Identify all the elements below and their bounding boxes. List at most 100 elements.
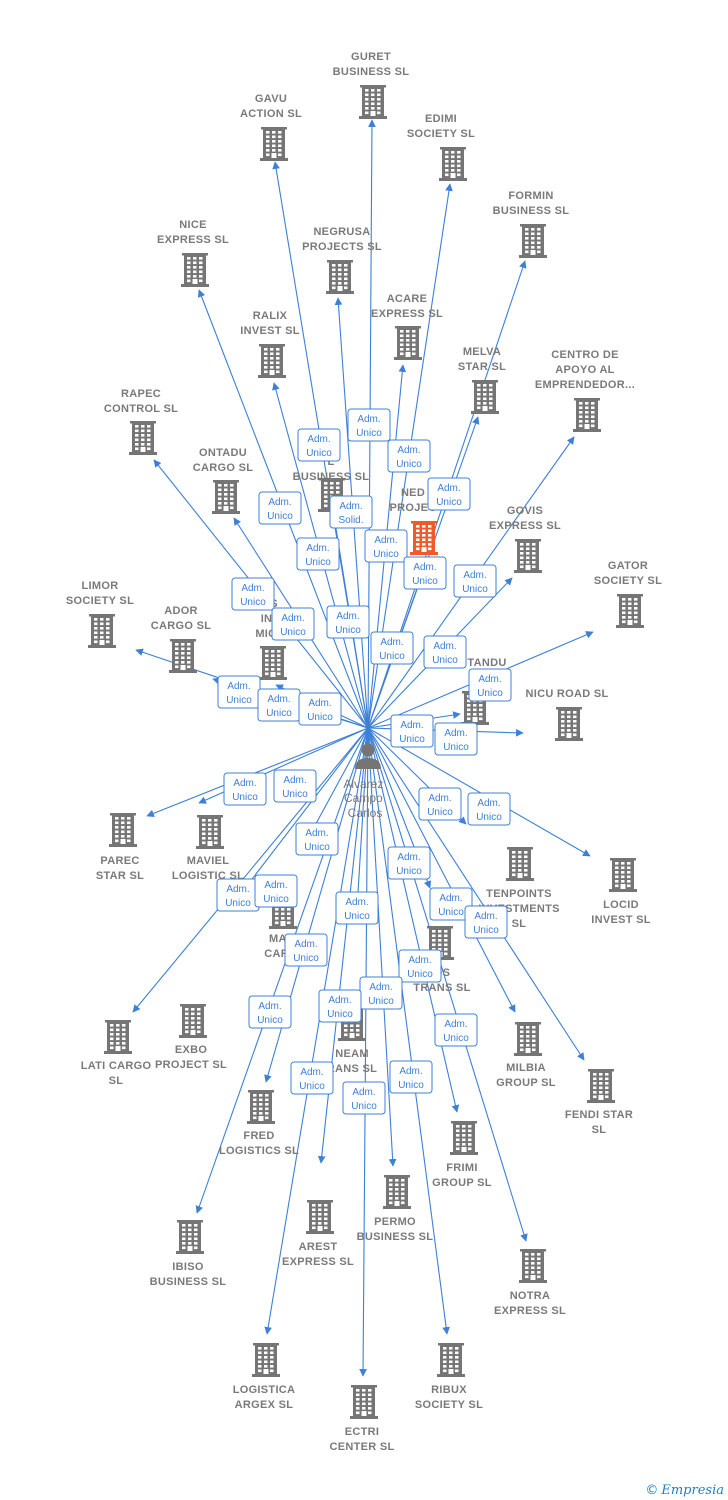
role-badge[interactable]: Adm.Unico [296, 537, 340, 571]
building-icon [394, 326, 422, 360]
role-badge[interactable]: Adm.Unico [217, 675, 261, 709]
role-badge[interactable]: Adm.Unico [216, 878, 260, 912]
role-badge[interactable]: Adm.Unico [297, 428, 341, 462]
role-badge[interactable]: Adm.Unico [423, 635, 467, 669]
company-name-line: LOGISTICA [233, 1384, 296, 1396]
role-badge[interactable]: Adm.Unico [464, 905, 508, 939]
role-badge[interactable]: Adm.Unico [403, 556, 447, 590]
role-badge[interactable]: Adm.Unico [370, 631, 414, 665]
company-name-line: TRANS SL [413, 982, 470, 994]
building-icon [573, 398, 601, 432]
role-badge[interactable]: Adm.Unico [467, 792, 511, 826]
role-label: Adm.Unico [306, 434, 332, 459]
company-name-line: FRIMI [446, 1162, 477, 1174]
role-badge[interactable]: Adm.Unico [468, 668, 512, 702]
role-badge[interactable]: Adm.Unico [273, 769, 317, 803]
company-name-line: ACARE [387, 293, 428, 305]
company-name-line: RALIX [253, 310, 288, 322]
building-icon [471, 380, 499, 414]
role-badge[interactable]: Adm.Unico [290, 1061, 334, 1095]
company-name-line: INVEST SL [240, 325, 300, 337]
role-badge[interactable]: Adm.Unico [387, 439, 431, 473]
role-badge[interactable]: Adm.Unico [389, 1060, 433, 1094]
role-label: Adm.Unico [412, 562, 438, 587]
person-node[interactable]: Alvarez Campo Carlos [343, 743, 386, 821]
role-badge[interactable]: Adm.Unico [335, 891, 379, 925]
role-badge[interactable]: Adm.Unico [326, 605, 370, 639]
role-badge[interactable]: Adm.Unico [298, 692, 342, 726]
role-badge[interactable]: Adm.Unico [390, 714, 434, 748]
role-badge[interactable]: Adm.Solid. [329, 495, 373, 529]
building-icon [306, 1200, 334, 1234]
role-badge[interactable]: Adm.Unico [284, 933, 328, 967]
role-badge[interactable]: Adm.Unico [342, 1081, 386, 1115]
role-label: Adm.Unico [293, 939, 319, 964]
company-name-line: GATOR [608, 560, 648, 572]
relationship-edge [367, 727, 585, 1061]
role-badge[interactable]: Adm.Unico [387, 846, 431, 880]
company-name-line: LOCID [603, 899, 639, 911]
role-badge[interactable]: Adm.Unico [318, 989, 362, 1023]
role-badge[interactable]: Adm.Unico [434, 722, 478, 756]
role-badge[interactable]: Adm.Unico [453, 564, 497, 598]
role-badge[interactable]: Adm.Unico [427, 477, 471, 511]
role-badge[interactable]: Adm.Unico [347, 408, 391, 442]
role-label: Adm.Unico [432, 641, 458, 666]
company-node-ralix[interactable]: RALIX INVEST SL [240, 310, 300, 378]
role-badge[interactable]: Adm.Unico [295, 822, 339, 856]
role-badge[interactable]: Adm.Unico [418, 787, 462, 821]
role-badge[interactable]: Adm.Unico [257, 688, 301, 722]
role-badge[interactable]: Adm.Unico [364, 529, 408, 563]
role-badge[interactable]: Adm.Unico [258, 491, 302, 525]
role-badge[interactable]: Adm.Unico [429, 887, 473, 921]
role-badge[interactable]: Adm.Unico [254, 874, 298, 908]
role-badge[interactable]: Adm.Unico [248, 995, 292, 1029]
company-node-nicu[interactable]: NICU ROAD SL [525, 688, 608, 741]
role-badge[interactable]: Adm.Unico [434, 1013, 478, 1047]
role-label: Adm.Unico [225, 884, 251, 909]
role-badge[interactable]: Adm.Unico [398, 949, 442, 983]
role-label: Adm.Unico [427, 793, 453, 818]
role-badge[interactable]: Adm.Unico [271, 607, 315, 641]
role-badge[interactable]: Adm.Unico [223, 772, 267, 806]
building-icon [609, 858, 637, 892]
company-name-line: INVEST SL [591, 914, 651, 926]
company-node-locid[interactable]: LOCID INVEST SL [591, 858, 651, 926]
building-icon [587, 1069, 615, 1103]
role-badge[interactable]: Adm.Unico [231, 577, 275, 611]
role-badge[interactable]: Adm.Unico [359, 976, 403, 1010]
